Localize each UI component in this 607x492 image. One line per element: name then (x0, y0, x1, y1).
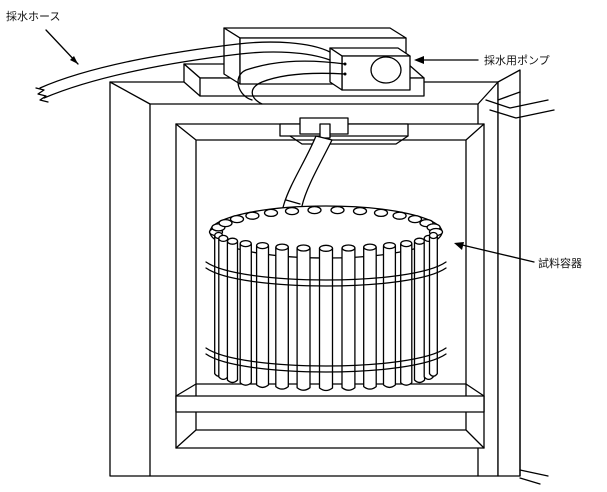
tube-top (239, 239, 252, 248)
container-front-tubes (214, 231, 438, 392)
door-bottom-1 (519, 469, 549, 477)
door-hinge-line (497, 91, 521, 101)
tube (218, 238, 229, 381)
tube (255, 245, 270, 389)
door-edge (497, 69, 521, 477)
tube (428, 235, 438, 377)
leader-lines (45, 29, 535, 263)
tube (363, 247, 377, 390)
leader-pump-arrow-icon (414, 56, 424, 64)
inner-tube-band (285, 199, 301, 205)
tube-cap (218, 218, 233, 228)
sample-container (205, 205, 447, 392)
hose-lower (43, 51, 331, 99)
motor-fan-icon (370, 56, 402, 84)
tube-top (413, 237, 426, 245)
tube-cap (407, 214, 423, 224)
fitting-nozzle (319, 123, 331, 139)
tube-cap (330, 205, 345, 215)
leader-sample (457, 243, 535, 263)
label-sampling-hose: 採水ホース (6, 10, 61, 23)
door-bottom-2 (519, 477, 541, 485)
tube (341, 248, 356, 391)
pump-assembly (183, 27, 425, 105)
pump-tube-1 (237, 60, 346, 101)
leader-hose-arrow-icon (70, 56, 78, 64)
tube-top (218, 234, 229, 243)
tube-top (226, 237, 239, 245)
tube-cap (392, 211, 407, 220)
leader-sample-arrow-icon (454, 242, 464, 250)
tube-cap (245, 211, 260, 220)
tube-cap (229, 214, 245, 224)
tube-cap (373, 208, 389, 218)
hose-cut-end (35, 87, 49, 103)
tube-cap (352, 206, 368, 216)
tube-top (341, 244, 356, 252)
tube-cap (284, 206, 300, 216)
tube-cap (307, 205, 322, 215)
tube (239, 243, 252, 386)
tube (382, 245, 397, 389)
motor-side (329, 47, 343, 91)
fitting-plate-under (289, 135, 409, 145)
tube (296, 248, 311, 391)
tube-top (382, 241, 397, 250)
tube-top (296, 244, 311, 252)
door-top-2 (489, 109, 555, 119)
container-top-caps (208, 205, 444, 237)
tube (400, 243, 413, 386)
tube-top (275, 243, 289, 251)
container-band-lower-2 (205, 353, 447, 373)
tube-top (363, 243, 377, 251)
chamber-shelf (175, 395, 485, 413)
tube-top (318, 244, 334, 252)
sampling-hose (35, 41, 331, 103)
container-band-lower-1 (205, 347, 447, 367)
tube (226, 241, 239, 384)
pump-tube-2 (251, 72, 346, 105)
tube-top (428, 231, 438, 240)
motor-top (329, 47, 411, 57)
container-band-upper-1 (205, 261, 447, 281)
label-sample-container: 試料容器 (538, 257, 582, 270)
tube-top (400, 239, 413, 248)
label-sampling-pump: 採水用ポンプ (484, 54, 550, 67)
tube (413, 241, 426, 384)
pump-box-top (223, 27, 407, 39)
cabinet-top-bevel (109, 81, 499, 105)
tube (275, 247, 289, 390)
tube-top (255, 241, 270, 250)
hose-upper (39, 41, 331, 89)
door-top-1 (485, 99, 549, 109)
tube-cap (263, 208, 279, 218)
tube (318, 248, 334, 392)
container-band-upper-2 (205, 267, 447, 287)
